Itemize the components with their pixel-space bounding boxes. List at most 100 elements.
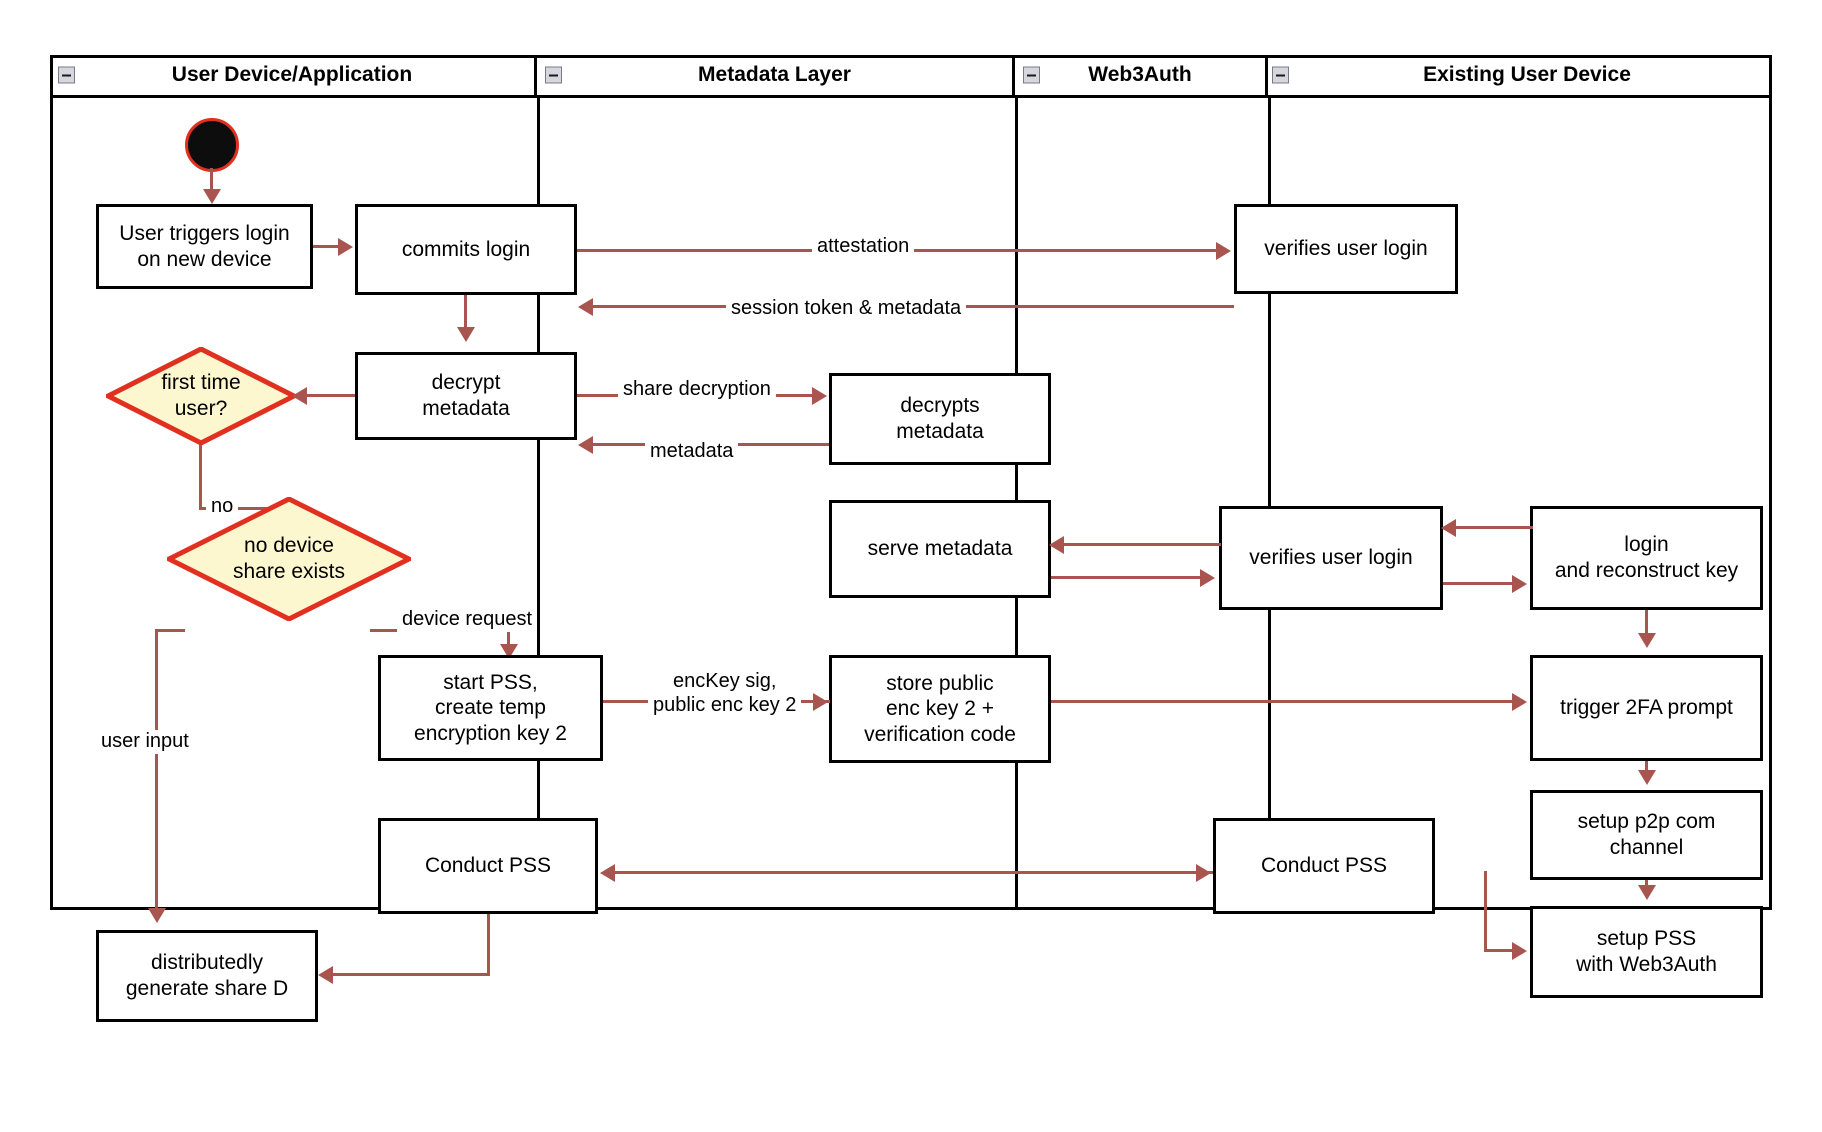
edge-user-input-top [155,629,185,632]
collapse-minus-icon[interactable] [1272,66,1289,84]
arrowhead-down [1638,885,1656,900]
start-node [185,118,239,172]
edge-serve-metadata-in-2 [1063,543,1111,546]
edge-serve-metadata-out [1051,576,1111,579]
node-store-public-enc-key[interactable]: store public enc key 2 + verification co… [829,655,1051,763]
node-decrypt-metadata[interactable]: decrypt metadata [355,352,577,440]
node-label: serve metadata [867,537,1013,561]
node-label: decrypts metadata [896,394,984,443]
edge-label-metadata: metadata [645,440,739,464]
node-start-pss[interactable]: start PSS, create temp encryption key 2 [378,655,603,761]
arrowhead-right [1200,569,1215,587]
arrowhead-left [600,864,615,882]
node-trigger-2fa[interactable]: trigger 2FA prompt [1530,655,1763,761]
collapse-minus-icon[interactable] [58,66,75,84]
node-first-time-user[interactable]: first time user? [106,347,296,445]
edge-reconstruct-to-2fa [1645,610,1648,637]
node-no-device-share[interactable]: no device share exists [167,497,411,621]
node-commits-login[interactable]: commits login [355,204,577,295]
arrowhead-down [148,908,166,923]
node-setup-p2p[interactable]: setup p2p com channel [1530,790,1763,880]
arrowhead-right [1512,942,1527,960]
node-decrypts-metadata[interactable]: decrypts metadata [829,373,1051,465]
edge-conductpss-down [487,914,490,976]
node-label: login and reconstruct key [1554,533,1739,582]
node-verifies-user-login-2[interactable]: verifies user login [1219,506,1443,610]
node-conduct-pss-user[interactable]: Conduct PSS [378,818,598,914]
edge-label-attestation: attestation [812,235,915,259]
lane-header-existing-user-device[interactable]: Existing User Device [1268,55,1772,98]
edge-setuppss-elbow-v [1484,871,1487,952]
lane-divider-3 [1268,98,1271,910]
edge-pss-link-left [615,871,908,874]
diamond-border [106,347,296,445]
node-label: no device share exists [232,534,346,583]
node-label: distributedly generate share D [125,951,289,1000]
edge-start-to-login [210,168,213,194]
lane-title: Metadata Layer [698,63,851,86]
lane-divider-1 [537,98,540,910]
lane-header-user-device[interactable]: User Device/Application [50,55,537,98]
lane-header-metadata-layer[interactable]: Metadata Layer [537,55,1015,98]
node-login-reconstruct-key[interactable]: login and reconstruct key [1530,506,1763,610]
node-label: first time user? [161,371,241,420]
collapse-minus-icon[interactable] [1023,66,1040,84]
edge-decrypt-to-firsttime [306,394,355,397]
arrowhead-left [578,298,593,316]
edge-label-user-input: user input [96,730,194,754]
collapse-minus-icon[interactable] [545,66,562,84]
node-user-triggers-login[interactable]: User triggers login on new device [96,204,313,289]
arrowhead-left [1441,519,1456,537]
edge-label-session-token: session token & metadata [726,297,967,321]
edge-serve-metadata-in [1111,543,1221,546]
edge-label-device-request: device request [397,608,538,632]
lane-title: Web3Auth [1088,63,1192,86]
arrowhead-down [1638,633,1656,648]
node-serve-metadata[interactable]: serve metadata [829,500,1051,598]
edge-no-horizontal [199,507,291,510]
node-conduct-pss-web3auth[interactable]: Conduct PSS [1213,818,1435,914]
edge-conductpss-to-shared [333,973,490,976]
arrowhead-left [292,387,307,405]
lane-title: Existing User Device [1423,63,1631,86]
edge-reconstruct-to-verify [1455,526,1533,529]
node-label: User triggers login on new device [119,221,290,271]
edge-setuppss-elbow-h [1484,949,1514,952]
arrowhead-right [812,387,827,405]
edge-firsttime-down [199,445,202,510]
node-label: start PSS, create temp encryption key 2 [414,670,567,745]
edge-commits-to-decrypt [464,295,467,332]
edge-serve-metadata-out-2 [1108,576,1202,579]
arrowhead-left [318,966,333,984]
swimlane-frame [50,55,1772,910]
node-label: verifies user login [1249,546,1413,570]
edge-label-enckey-sig: encKey sig, public enc key 2 [648,670,802,718]
edge-verify-to-reconstruct [1443,582,1515,585]
node-label: store public enc key 2 + verification co… [864,671,1016,746]
node-verifies-user-login-1[interactable]: verifies user login [1234,204,1458,294]
arrowhead-right [1512,693,1527,711]
arrowhead-right [1196,864,1211,882]
node-label: commits login [401,237,531,261]
node-label: Conduct PSS [424,854,552,878]
node-label: Conduct PSS [1260,854,1388,878]
arrowhead-right [813,693,828,711]
node-setup-pss-web3auth[interactable]: setup PSS with Web3Auth [1530,906,1763,998]
arrowhead-left [578,436,593,454]
node-generate-share-d[interactable]: distributedly generate share D [96,930,318,1022]
arrowhead-right [1216,242,1231,260]
arrowhead-right [1512,575,1527,593]
arrowhead-down [203,189,221,204]
node-label: setup p2p com channel [1577,810,1716,859]
edge-pss-link-right [905,871,1213,874]
lane-header-web3auth[interactable]: Web3Auth [1015,55,1268,98]
edge-label-no: no [206,495,239,519]
edge-user-input-down [155,629,158,915]
edge-2fa-to-p2p [1645,761,1648,775]
arrowhead-down [457,327,475,342]
diamond-border [167,497,411,621]
arrowhead-left [1049,536,1064,554]
edge-storekey-to-2fa [1051,700,1512,703]
node-label: decrypt metadata [422,371,510,420]
